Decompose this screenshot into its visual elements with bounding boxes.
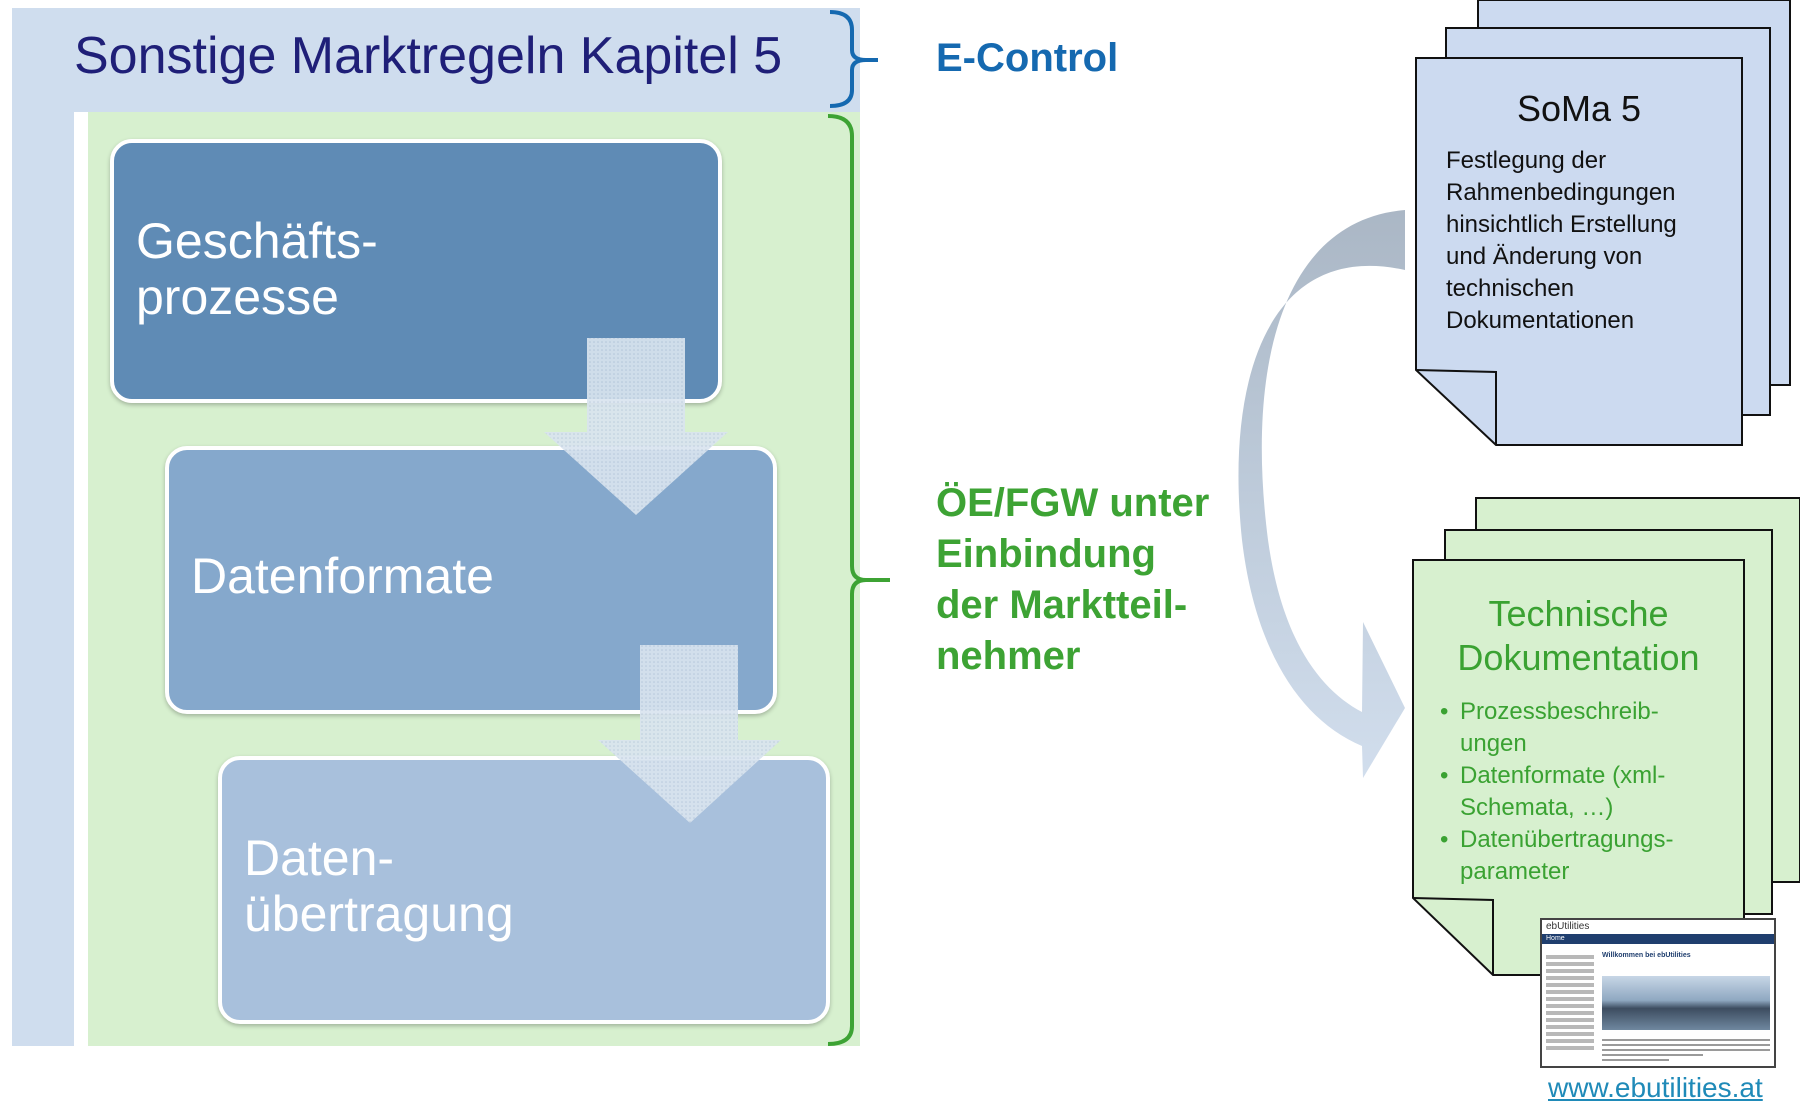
soma-page-fold [1415,369,1497,445]
tech-doc-list: Prozessbeschreib- ungen Datenformate (xm… [1440,696,1740,888]
ebutilities-link[interactable]: www.ebutilities.at [1548,1072,1763,1103]
tech-doc-item-line: Schemata, …) [1460,794,1614,821]
page-title: Sonstige Marktregeln Kapitel 5 [74,27,783,85]
tech-doc-item-line: Prozessbeschreib- [1460,698,1659,725]
ebutilities-website-thumbnail: ebUtilities Home Willkommen bei ebUtilit… [1540,918,1776,1068]
oe-fgw-label: ÖE/FGW unter Einbindung der Marktteil- n… [936,478,1209,682]
soma-description: Festlegung der Rahmenbedingungen hinsich… [1446,145,1736,337]
thumbnail-photo [1602,976,1770,1030]
process-box-label-line2: übertragung [244,886,514,942]
oe-label-line: nehmer [936,634,1081,678]
curved-arrow [1238,210,1405,778]
process-box-label-line2: prozesse [136,269,339,325]
bracket-oe [827,114,890,1046]
econtrol-label: E-Control [936,36,1119,80]
tech-doc-item-line: ungen [1460,730,1527,757]
soma-line: Festlegung der [1446,147,1607,174]
tech-doc-item-line: Datenübertragungs- [1460,826,1674,853]
process-box-label-line1: Daten- [244,830,395,886]
bracket-econtrol [829,10,878,108]
down-arrow-1 [544,338,728,515]
down-arrow-2 [598,645,781,823]
tech-doc-title-line: Dokumentation [1457,637,1700,678]
tech-doc-item-line: parameter [1460,858,1570,885]
soma-title: SoMa 5 [1516,88,1642,129]
soma-line: hinsichtlich Erstellung [1446,211,1677,238]
panel-divider [74,112,88,1046]
thumbnail-heading: Willkommen bei ebUtilities [1602,952,1691,959]
tech-doc-item: Prozessbeschreib- ungen [1440,696,1740,760]
soma-line: Dokumentationen [1446,307,1635,334]
thumbnail-nav: Home [1542,934,1774,944]
soma-line: und Änderung von [1446,243,1643,270]
oe-label-line: ÖE/FGW unter [936,481,1210,525]
tech-doc-item: Datenübertragungs- parameter [1440,824,1740,888]
process-box-label-line1: Geschäfts- [136,213,378,269]
thumbnail-sidebar [1546,952,1594,1053]
tech-page-fold [1412,897,1494,975]
process-box-label-line1: Datenformate [191,548,494,604]
tech-doc-title-line: Technische [1488,593,1669,634]
thumbnail-text-lines [1602,1036,1770,1064]
soma-line: technischen [1446,275,1575,302]
oe-label-line: Einbindung [936,532,1156,576]
oe-label-line: der Marktteil- [936,583,1188,627]
tech-doc-item-line: Datenformate (xml- [1460,762,1666,789]
soma-page-front [1415,57,1743,446]
tech-doc-item: Datenformate (xml- Schemata, …) [1440,760,1740,824]
soma-line: Rahmenbedingungen [1446,179,1676,206]
tech-doc-title: Technische Dokumentation [1413,592,1744,680]
thumbnail-site-name: ebUtilities [1542,920,1774,934]
process-box-datenuebertragung: Daten- übertragung [218,756,830,1024]
